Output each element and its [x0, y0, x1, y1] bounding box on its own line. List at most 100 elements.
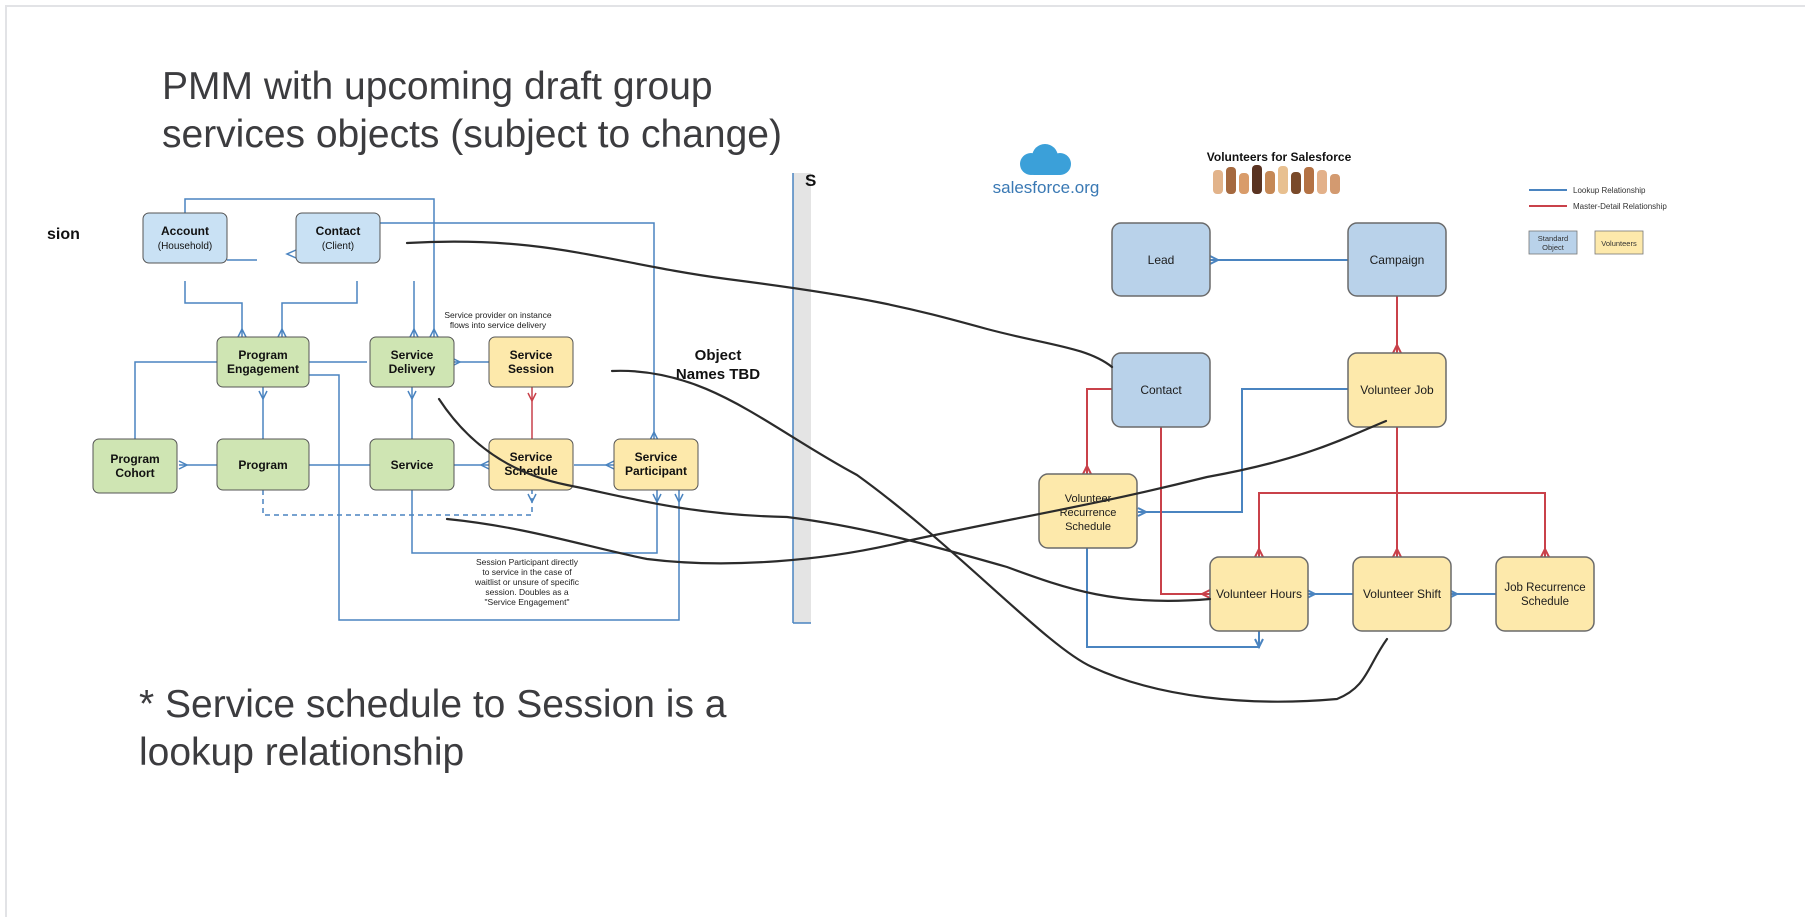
pmm-crowfoot [277, 327, 287, 338]
v4s-crowfoot [1392, 342, 1402, 354]
cut-divider-label: S [805, 171, 816, 190]
object-names-label: Object Names TBD [676, 347, 760, 383]
pmm-note-participant-line: "Service Engagement" [485, 597, 570, 607]
pmm-box-service-delivery-line1: Service [391, 348, 434, 362]
pmm-crowfoot [429, 327, 439, 338]
pmm-box-program-cohort-line1: Program [110, 452, 159, 466]
pmm-crowfoot [409, 327, 419, 338]
v4s-connectors [1082, 255, 1550, 650]
pmm-box-account[interactable]: Account (Household) [142, 212, 228, 264]
pmm-note-participant-line: Session Participant directly [476, 557, 579, 567]
v4s-box-volunteer-job[interactable]: Volunteer Job [1347, 352, 1447, 428]
pmm-box-service-participant[interactable]: Service Participant [613, 438, 699, 491]
pmm-box-service-participant-line2: Participant [625, 464, 687, 478]
pmm-note-provider-line: flows into service delivery [450, 320, 547, 330]
slide-footnote-line2: lookup relationship [139, 731, 465, 774]
v4s-box-campaign[interactable]: Campaign [1347, 222, 1447, 297]
v4s-box-volunteer-shift[interactable]: Volunteer Shift [1352, 556, 1452, 632]
v4s-crowfoot [1254, 546, 1264, 558]
pmm-box-service-schedule-line2: Schedule [504, 464, 558, 478]
pmm-connector [380, 222, 655, 440]
slide-title-line1: PMM with upcoming draft group [162, 65, 713, 108]
divider-bar: S [792, 171, 816, 624]
annotation-delivery-to-hours [437, 397, 1212, 602]
pmm-crowfoot [237, 327, 247, 338]
salesforce-logo: salesforce.org [993, 144, 1099, 197]
v4s-lookup-line [1138, 388, 1348, 513]
pmm-box-service-session[interactable]: Service Session [488, 336, 574, 388]
annotation-session-to-shift [610, 369, 1389, 703]
annotation-service-to-job [445, 419, 1388, 565]
v4s-crowfoot [1540, 546, 1550, 558]
v4s-header: Volunteers for Salesforce [1207, 150, 1352, 194]
pmm-note-participant: Session Participant directly to service … [474, 557, 580, 607]
pmm-box-contact[interactable]: Contact (Client) [295, 212, 381, 264]
pmm-crowfoot [674, 493, 684, 504]
annotation-contact-to-contact [405, 240, 1114, 369]
v4s-crowfoot [1082, 463, 1092, 475]
pmm-connector [184, 281, 243, 337]
slide-footnote: * Service schedule to Session is a looku… [139, 681, 726, 777]
pmm-note-provider-line: Service provider on instance [444, 310, 552, 320]
v4s-box-contact[interactable]: Contact [1111, 352, 1211, 428]
pmm-box-service-delivery[interactable]: Service Delivery [369, 336, 455, 388]
raised-hands-icon [1213, 165, 1340, 194]
pmm-crowfoot [407, 390, 417, 401]
pmm-box-program-cohort-line2: Cohort [115, 466, 154, 480]
object-names-line1: Object [695, 347, 742, 364]
pmm-box-service-schedule[interactable]: Service Schedule [488, 438, 574, 491]
object-names-line2: Names TBD [676, 366, 760, 383]
v4s-md-line [1397, 492, 1546, 557]
pmm-connector [184, 198, 435, 337]
slide-footnote-line1: * Service schedule to Session is a [139, 683, 727, 726]
pmm-crowfoot [652, 493, 662, 504]
pmm-crowfoot [285, 249, 297, 259]
v4s-box-volunteer-hours[interactable]: Volunteer Hours [1209, 556, 1309, 632]
pmm-connector [281, 281, 358, 337]
pmm-crowfoot-md [527, 392, 537, 403]
pmm-box-program-engagement-line2: Engagement [227, 362, 299, 376]
pmm-crowfoot [258, 390, 268, 401]
pmm-crowfoot [649, 430, 659, 441]
pmm-box-program[interactable]: Program [216, 438, 310, 491]
pmm-connector [411, 490, 658, 554]
v4s-crowfoot [1392, 546, 1402, 558]
pmm-note-participant-line: session. Doubles as a [485, 587, 568, 597]
pmm-box-program-line1: Program [238, 458, 287, 472]
legend-volunteers-swatch [1594, 230, 1644, 255]
cut-left-label: sion [47, 226, 80, 243]
legend-standard-line2: Object [1542, 243, 1565, 252]
v4s-box-lead[interactable]: Lead [1111, 222, 1211, 297]
v4s-crowfoot [1209, 255, 1221, 265]
v4s-box-volunteer-hours-label: Volunteer Hours [1216, 587, 1302, 601]
legend-lookup-label: Lookup Relationship [1573, 186, 1646, 195]
v4s-md-line [1086, 388, 1112, 474]
pmm-note-participant-line: to service in the case of [482, 567, 572, 577]
pmm-box-program-engagement[interactable]: Program Engagement [216, 336, 310, 388]
v4s-box-volunteer-shift-label: Volunteer Shift [1363, 587, 1442, 601]
pmm-note-participant-line: waitlist or unsure of specific [474, 577, 580, 587]
v4s-crowfoot [1306, 589, 1318, 599]
pmm-box-service-schedule-line1: Service [510, 450, 553, 464]
slide-title-line2: services objects (subject to change) [162, 113, 782, 156]
pmm-box-service-session-line1: Service [510, 348, 553, 362]
cloud-icon [1020, 144, 1071, 175]
v4s-box-job-recurrence-line1: Job Recurrence [1504, 582, 1585, 594]
annotation-curves [405, 240, 1389, 703]
pmm-connector-dashed [262, 490, 533, 516]
v4s-box-job-recurrence[interactable]: Job Recurrence Schedule [1495, 556, 1595, 632]
diagram-canvas: Account (Household) Contact (Client) Pro… [47, 144, 1667, 703]
v4s-crowfoot [1199, 589, 1211, 599]
pmm-crowfoot [451, 357, 462, 367]
pmm-diagram [134, 198, 684, 621]
pmm-box-service[interactable]: Service [369, 438, 455, 491]
v4s-box-lead-label: Lead [1148, 253, 1175, 267]
v4s-box-volunteer-recurrence-line2: Recurrence [1060, 507, 1117, 519]
pmm-box-service-participant-line1: Service [635, 450, 678, 464]
slide: Account (Household) Contact (Client) Pro… [5, 5, 1805, 917]
pmm-crowfoot [178, 460, 189, 470]
pmm-box-service-delivery-line2: Delivery [389, 362, 436, 376]
pmm-box-program-cohort[interactable]: Program Cohort [92, 438, 178, 494]
pmm-box-program-engagement-line1: Program [238, 348, 287, 362]
v4s-box-contact-label: Contact [1140, 383, 1182, 397]
